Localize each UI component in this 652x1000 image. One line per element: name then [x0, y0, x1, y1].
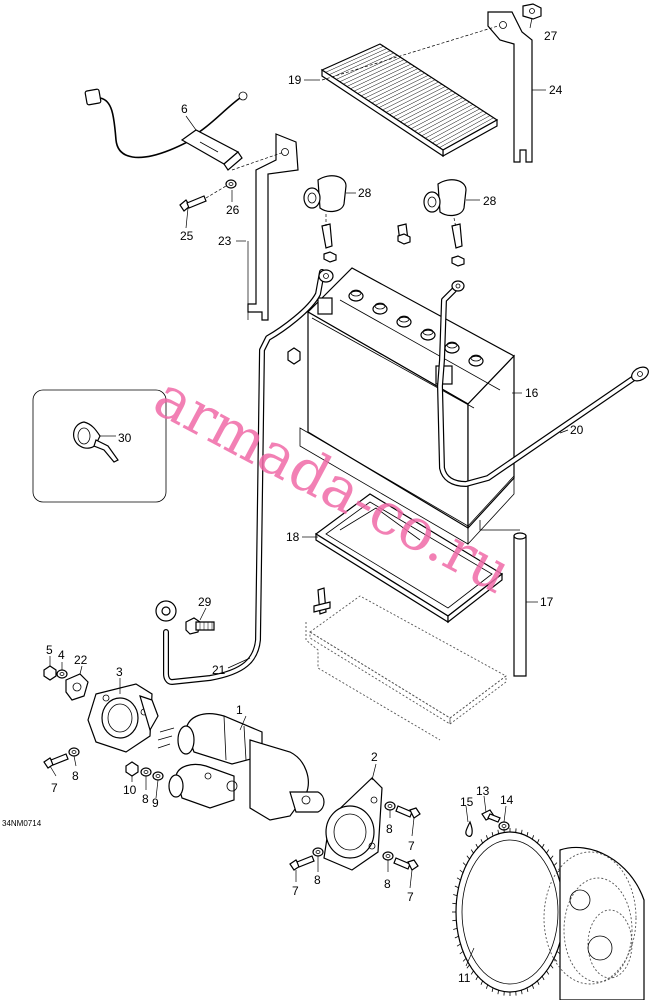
callout-9: 9	[152, 796, 159, 810]
vent-tube-17[interactable]	[479, 520, 527, 677]
bolt-29[interactable]	[185, 617, 215, 635]
battery-tray-18[interactable]	[314, 493, 504, 624]
callout-1: 1	[236, 703, 243, 717]
callout-23: 23	[218, 234, 232, 248]
callout-10: 10	[123, 783, 137, 797]
callout-8: 8	[72, 769, 79, 783]
callout-19: 19	[288, 73, 302, 87]
terminal-bolts[interactable]	[321, 223, 465, 267]
cable-tie-inset	[32, 389, 167, 503]
callout-25: 25	[180, 229, 194, 243]
terminal-cap-28-left[interactable]	[303, 175, 347, 213]
callout-7: 7	[407, 890, 414, 904]
callout-14: 14	[500, 793, 514, 807]
bracket-23[interactable]	[247, 133, 299, 321]
callout-7: 7	[51, 781, 58, 795]
wire-harness-6[interactable]	[84, 88, 248, 171]
nut-27[interactable]	[522, 3, 542, 20]
callout-6: 6	[181, 102, 188, 116]
callout-30: 30	[118, 431, 132, 445]
callout-4: 4	[58, 648, 65, 662]
callout-labels: 1 2 3 4 5 6 7 7 7 7 8 8 8 8 8 9 10 11 13…	[46, 29, 584, 985]
ground-cable-21[interactable]	[155, 269, 334, 685]
bracket-24[interactable]	[487, 11, 533, 163]
base-screw[interactable]	[313, 587, 331, 615]
callout-2: 2	[371, 750, 378, 764]
leader-lines	[49, 17, 569, 967]
callout-3: 3	[116, 665, 123, 679]
mount-plate-3[interactable]	[87, 683, 159, 753]
callout-24: 24	[549, 83, 563, 97]
callout-27: 27	[544, 29, 558, 43]
callout-20: 20	[570, 423, 584, 437]
bracket-22[interactable]	[65, 673, 89, 701]
terminal-cap-28-right[interactable]	[423, 179, 467, 217]
starter-motor-1[interactable]	[157, 713, 325, 821]
callout-18: 18	[286, 530, 300, 544]
callout-22: 22	[74, 653, 88, 667]
flywheel-ring-gear-11[interactable]	[452, 828, 645, 1000]
callout-5: 5	[46, 643, 53, 657]
washer-26[interactable]	[225, 179, 237, 189]
fasteners[interactable]	[43, 665, 510, 871]
callout-21: 21	[212, 663, 226, 677]
callout-28: 28	[358, 186, 372, 200]
callout-8: 8	[386, 822, 393, 836]
battery-base-outline	[305, 595, 507, 741]
callout-8: 8	[314, 873, 321, 887]
callout-29: 29	[198, 595, 212, 609]
diagram-code: 34NM0714	[2, 819, 42, 828]
callout-8: 8	[142, 792, 149, 806]
callout-15: 15	[460, 795, 474, 809]
callout-7: 7	[292, 884, 299, 898]
callout-8: 8	[384, 877, 391, 891]
cable-tie-30[interactable]	[73, 421, 119, 463]
callout-16: 16	[525, 386, 539, 400]
callout-13: 13	[476, 784, 490, 798]
callout-26: 26	[226, 203, 240, 217]
positive-cable-20[interactable]	[437, 280, 651, 487]
callout-17: 17	[540, 595, 554, 609]
mount-plate-2[interactable]	[323, 777, 383, 871]
callout-11: 11	[458, 971, 471, 985]
callout-28: 28	[483, 194, 497, 208]
battery-cover-19[interactable]	[320, 43, 499, 158]
bolt-25[interactable]	[179, 195, 207, 212]
battery-16[interactable]	[299, 267, 515, 546]
callout-7: 7	[408, 839, 415, 853]
